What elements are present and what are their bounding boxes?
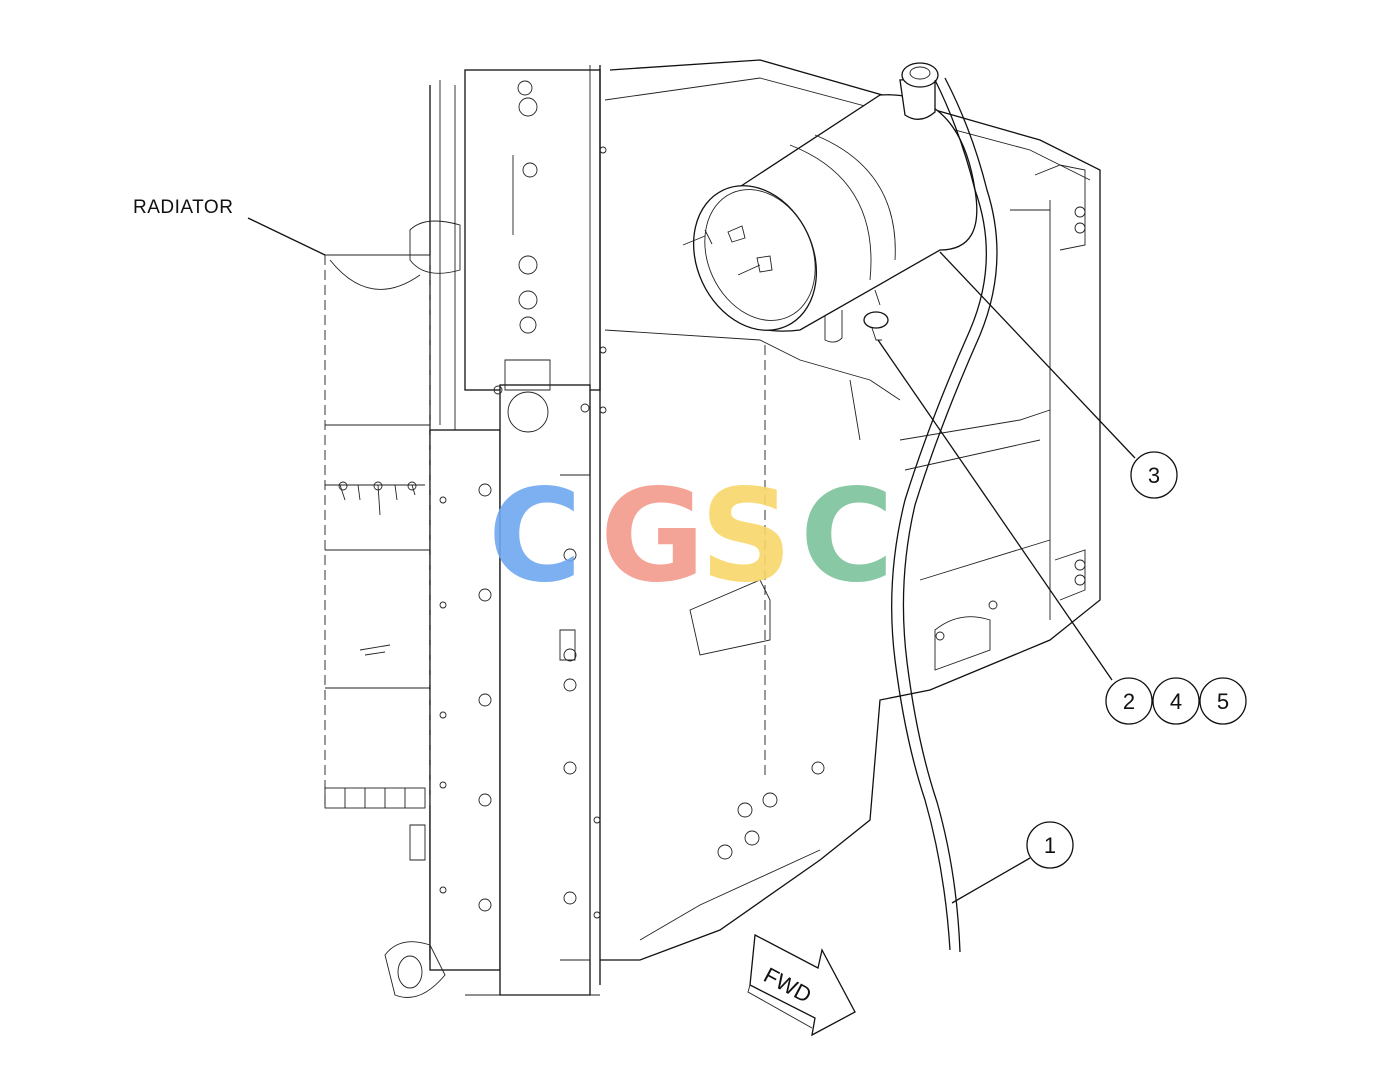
callout-5-label: 5	[1217, 689, 1229, 714]
fwd-direction-arrow: FWD	[747, 933, 856, 1037]
callout-3-label: 3	[1148, 463, 1160, 488]
callout-3-leader	[939, 251, 1136, 459]
radiator-leader	[247, 217, 326, 256]
callout-4-label: 4	[1170, 689, 1182, 714]
shroud-body	[600, 59, 1101, 961]
callout-2-leader	[877, 339, 1113, 681]
reservoir-tank	[682, 62, 978, 343]
overflow-hose	[891, 77, 998, 953]
radiator-label: RADIATOR	[133, 197, 233, 218]
callout-1-bubble	[1026, 821, 1074, 869]
callout-2-bubble	[1105, 677, 1153, 725]
watermark-letter: C	[488, 462, 582, 611]
callout-4-bubble	[1152, 677, 1200, 725]
watermark-letter: C	[800, 462, 894, 611]
callout-1-label: 1	[1044, 833, 1056, 858]
center-frame	[384, 65, 607, 998]
radiator-core	[324, 220, 461, 861]
callout-2-label: 2	[1123, 689, 1135, 714]
watermark-letter: S	[700, 462, 792, 611]
watermark-logo: C G S C	[488, 462, 894, 611]
callout-3-bubble	[1130, 451, 1178, 499]
watermark-letter: G	[600, 462, 705, 611]
callout-1-leader	[951, 857, 1031, 904]
callout-5-bubble	[1199, 677, 1247, 725]
